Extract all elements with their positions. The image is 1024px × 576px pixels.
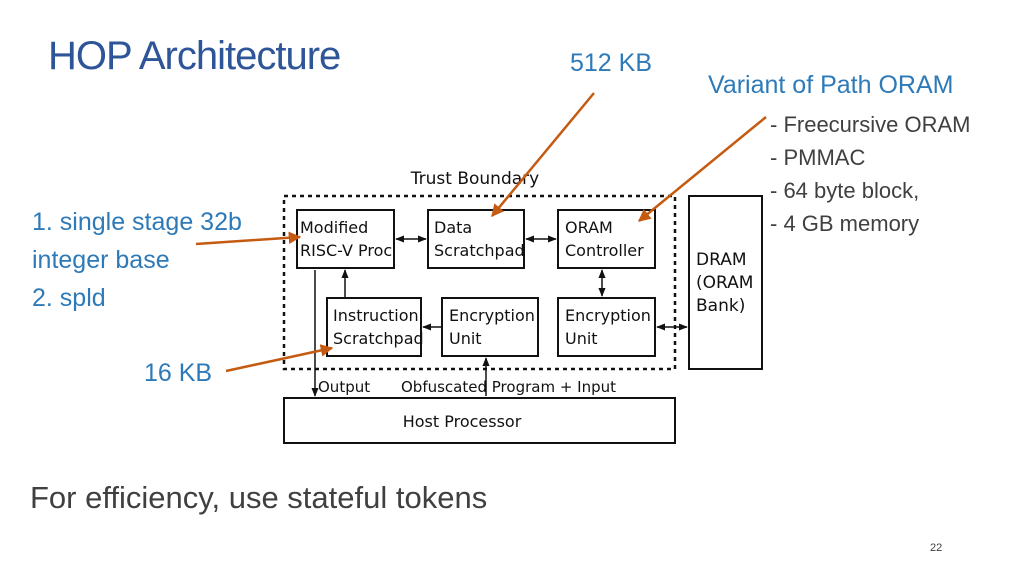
dram-label-3: Bank) (696, 296, 745, 316)
dram-size-arrow (491, 92, 595, 217)
oram-controller-label-1: ORAM (565, 218, 613, 237)
input-label: Obfuscated Program + Input (401, 378, 616, 396)
page-number: 22 (930, 542, 943, 554)
instruction-size-arrow (225, 344, 334, 373)
processor-note-1: 1. single stage 32b (32, 208, 242, 236)
host-processor-label: Host Processor (403, 412, 522, 431)
encryption-unit-1-block (441, 297, 539, 357)
footer-text: For efficiency, use stateful tokens (30, 480, 488, 515)
oram-detail-1: - Freecursive ORAM (770, 112, 971, 137)
oram-detail-4: - 4 GB memory (770, 211, 920, 236)
instruction-scratchpad-label-1: Instruction (333, 306, 419, 325)
oram-detail-3: - 64 byte block, (770, 178, 920, 203)
slide-title: HOP Architecture (48, 34, 341, 78)
instruction-scratchpad-label-2: Scratchpad (333, 329, 424, 348)
encryption-unit-2-label-1: Encryption (565, 306, 651, 325)
risc-v-block (296, 209, 395, 269)
oram-controller-label-2: Controller (565, 241, 644, 260)
encryption-unit-2-block (557, 297, 656, 357)
dram-label-1: DRAM (696, 250, 747, 270)
processor-notes-arrow (195, 231, 302, 246)
processor-note-2: integer base (32, 246, 170, 274)
processor-notes: 1. single stage 32b integer base 2. spld (32, 203, 242, 317)
processor-note-3: 2. spld (32, 284, 106, 312)
data-scratchpad-label-1: Data (434, 218, 472, 237)
dram-label-2: (ORAM (696, 273, 753, 293)
dram-block (688, 195, 763, 370)
data-scratchpad-block (427, 209, 525, 269)
encryption-unit-2-label-2: Unit (565, 329, 598, 348)
instruction-size-note: 16 KB (144, 359, 213, 387)
host-processor-block (283, 397, 676, 444)
instruction-scratchpad-block (326, 297, 422, 357)
trust-boundary (282, 194, 677, 371)
risc-v-label-2: RISC-V Proc (300, 241, 392, 260)
oram-detail-2: - PMMAC (770, 145, 866, 170)
encryption-unit-1-label-1: Encryption (449, 306, 535, 325)
oram-variant-arrow (638, 116, 767, 222)
oram-variant-note: Variant of Path ORAM (708, 71, 954, 99)
data-scratchpad-label-2: Scratchpad (434, 241, 525, 260)
trust-boundary-label: Trust Boundary (410, 169, 539, 189)
dram-size-note: 512 KB (570, 49, 653, 77)
encryption-unit-1-label-2: Unit (449, 329, 482, 348)
oram-details: - Freecursive ORAM - PMMAC - 64 byte blo… (770, 108, 970, 240)
output-label: Output (318, 378, 370, 396)
risc-v-label-1: Modified (300, 218, 368, 237)
